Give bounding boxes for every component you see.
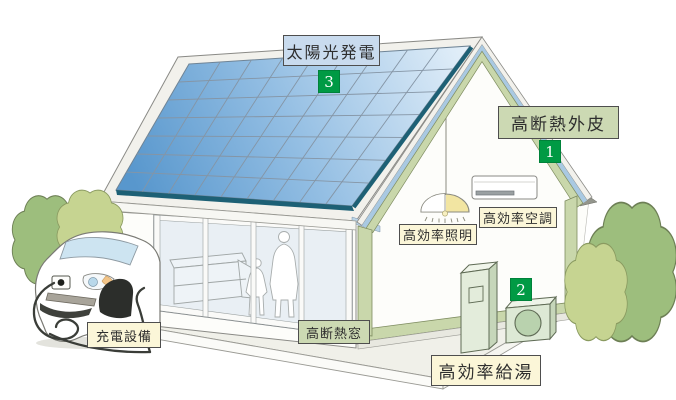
label-efficient-water-heating: 高効率給湯 [431, 355, 541, 386]
sofa-icon [169, 252, 253, 305]
badge-1-envelope: 1 [539, 140, 561, 163]
panel-edge-bottom [116, 190, 354, 211]
label-efficient-ac: 高効率空調 [479, 207, 557, 228]
label-solar-power: 太陽光発電 [283, 35, 380, 66]
air-conditioner-icon [471, 175, 538, 200]
bumper-intake [40, 303, 92, 319]
insulated-window [153, 214, 353, 337]
water-heater-icon [459, 260, 499, 354]
heat-pump-icon [504, 295, 558, 344]
solar-roof [98, 36, 483, 233]
label-insulated-envelope: 高断熱外皮 [498, 106, 619, 139]
grille [45, 292, 97, 307]
badge-3-solar: 3 [318, 70, 340, 93]
wall-insulation-left [357, 225, 373, 337]
label-efficient-lighting: 高効率照明 [399, 224, 477, 245]
panel-edge-side [352, 46, 474, 209]
label-insulated-window: 高断熱窓 [298, 320, 370, 344]
windshield [59, 237, 139, 266]
label-ev-charging: 充電設備 [87, 322, 161, 348]
front-wheel [98, 278, 134, 319]
pendant-lamp-icon [420, 112, 470, 223]
badge-2-water: 2 [510, 278, 532, 301]
